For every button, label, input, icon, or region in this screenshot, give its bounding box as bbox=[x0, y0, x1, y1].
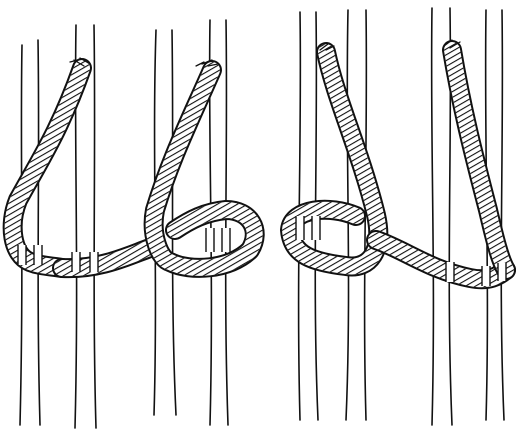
cord-right-loop-2 bbox=[452, 50, 506, 270]
warp-crossing-gap bbox=[498, 263, 506, 281]
warp-threads bbox=[20, 8, 504, 428]
warp-thread bbox=[501, 10, 504, 420]
warp-crossing-gap bbox=[18, 245, 26, 265]
cord-left-loop-1 bbox=[13, 68, 82, 268]
warp-crossing-gap bbox=[312, 216, 320, 240]
warp-thread bbox=[432, 8, 434, 425]
warp-crossing-gap bbox=[446, 262, 454, 282]
warp-thread bbox=[94, 25, 96, 428]
warp-crossing-gap bbox=[206, 228, 214, 252]
warp-crossing-gap bbox=[34, 245, 42, 265]
warp-crossing-gap bbox=[72, 252, 80, 272]
warp-crossing-gap bbox=[222, 228, 230, 252]
warp-crossing-gap bbox=[482, 266, 490, 286]
warp-crossing-gap bbox=[296, 216, 304, 240]
warp-thread bbox=[226, 20, 228, 425]
cord-left-loop-2 bbox=[154, 70, 255, 268]
warp-crossing-gap bbox=[90, 252, 98, 272]
warp-thread bbox=[38, 40, 40, 425]
